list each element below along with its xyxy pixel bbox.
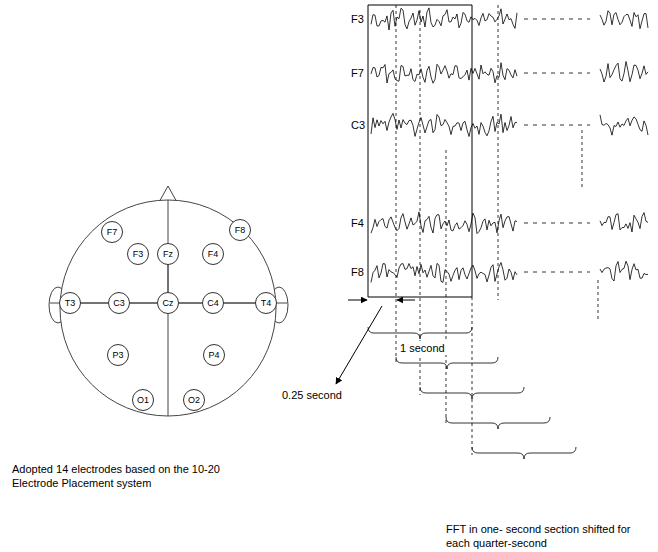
midline-segment	[81, 303, 108, 304]
eeg-wave	[600, 11, 648, 29]
electrode-name: F4	[208, 250, 219, 259]
omitted-signal	[524, 272, 590, 273]
electrode-circle: F4	[202, 243, 224, 265]
eeg-wave	[371, 63, 517, 83]
channel-label: F8	[351, 265, 364, 279]
channel-label: F4	[351, 216, 364, 230]
electrode-name: F7	[107, 228, 118, 237]
figure-note: FFT in one- second section shifted for e…	[446, 522, 654, 551]
omitted-signal	[524, 223, 590, 224]
electrode-name: P3	[112, 351, 123, 360]
channel-label: C3	[351, 118, 365, 132]
eeg-wave	[371, 8, 517, 30]
eeg-wave	[371, 113, 517, 136]
duration-label: 1 second	[398, 341, 447, 355]
electrode-circle: Cz	[157, 292, 179, 314]
window-brace	[368, 327, 472, 339]
electrode-circle: T4	[255, 292, 277, 314]
omitted-signal	[524, 125, 590, 126]
electrode-circle: T3	[59, 292, 81, 314]
head-outline	[49, 186, 288, 416]
midline-segment	[130, 303, 157, 304]
eeg-wave	[600, 62, 648, 83]
electrode-name: T3	[65, 299, 76, 308]
electrode-name: O1	[137, 396, 149, 405]
electrode-name: P4	[208, 351, 219, 360]
electrode-name: Fz	[163, 250, 173, 259]
electrode-circle: P3	[107, 344, 129, 366]
window-brace	[420, 387, 524, 399]
midline-segment	[168, 265, 169, 292]
figure-note: Adopted 14 electrodes based on the 10-20…	[12, 462, 262, 491]
electrode-circle: C3	[108, 292, 130, 314]
duration-label: 0.25 second	[280, 388, 344, 402]
electrode-name: Cz	[163, 299, 174, 308]
head-midlines	[50, 200, 287, 416]
eeg-wave	[371, 212, 517, 234]
electrode-circle: O2	[183, 389, 205, 411]
electrode-name: T4	[261, 299, 272, 308]
electrode-circle: F3	[127, 243, 149, 265]
electrode-name: F8	[235, 226, 246, 235]
window-braces	[368, 327, 576, 459]
omitted-signal	[524, 73, 590, 74]
channel-label: F7	[351, 66, 364, 80]
electrode-name: C3	[113, 299, 125, 308]
electrode-circle: C4	[202, 292, 224, 314]
window-brace	[472, 447, 576, 459]
channel-label: F3	[351, 12, 364, 26]
eeg-wave	[371, 263, 517, 283]
electrode-circle: O1	[132, 389, 154, 411]
electrode-circle: F7	[101, 221, 123, 243]
midline-segment	[224, 303, 255, 304]
eeg-wave	[600, 261, 648, 281]
midline-segment	[179, 303, 202, 304]
window-brace	[446, 417, 550, 429]
window-brace	[396, 357, 498, 369]
electrode-circle: P4	[203, 344, 225, 366]
electrode-name: F3	[133, 250, 144, 259]
electrode-name: O2	[188, 396, 200, 405]
electrode-name: C4	[207, 299, 219, 308]
omitted-signal	[524, 19, 590, 20]
eeg-wave	[600, 213, 648, 232]
eeg-traces	[371, 8, 648, 283]
electrode-circle: Fz	[157, 243, 179, 265]
electrode-circle: F8	[229, 219, 251, 241]
eeg-wave	[600, 115, 648, 135]
